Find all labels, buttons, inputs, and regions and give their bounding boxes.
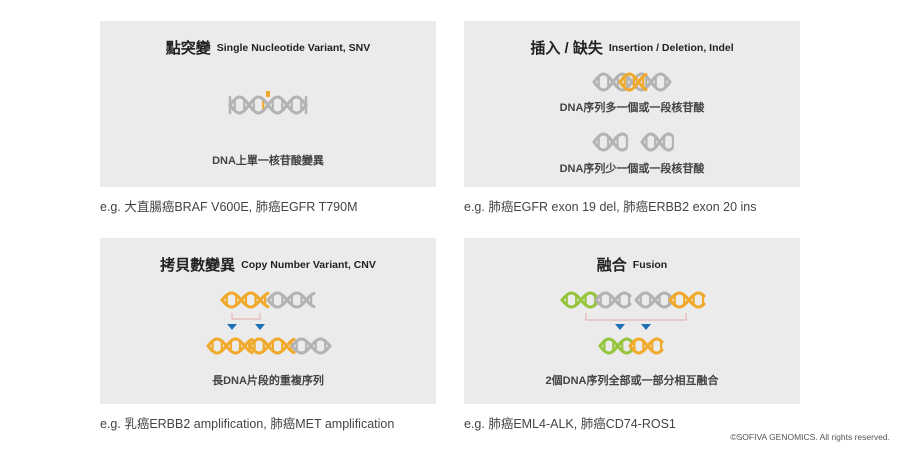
cnv-caption: 長DNA片段的重複序列 [212,375,324,387]
cnv-dna-diagram [206,291,332,355]
fusion-title-en: Fusion [632,258,668,271]
indel-panel: 插入 / 缺失 Insertion / Deletion, Indel DNA序列… [464,21,800,187]
fusion-caption: 2個DNA序列全部或一部分相互融合 [545,375,719,387]
cnv-panel: 拷貝數變異 Copy Number Variant, CNV 長DNA片段的重複序… [100,238,436,404]
snv-example: e.g. 大直腸癌BRAF V600E, 肺癌EGFR T790M [100,200,358,214]
snv-caption: DNA上單一核苷酸變異 [212,155,324,167]
snv-title-en: Single Nucleotide Variant, SNV [216,41,371,54]
indel-title: 插入 / 缺失 Insertion / Deletion, Indel [464,37,800,57]
copyright-notice: ©SOFIVA GENOMICS. All rights reserved. [730,432,890,442]
fusion-title-zh: 融合 [596,257,627,274]
deletion-dna-icon [592,132,674,152]
cnv-title-en: Copy Number Variant, CNV [241,258,376,271]
fusion-title: 融合 Fusion [464,254,800,274]
insertion-caption: DNA序列多一個或一段核苷酸 [559,102,705,114]
snv-panel: 點突變 Single Nucleotide Variant, SNV DNA上單一… [100,21,436,187]
fusion-example: e.g. 肺癌EML4-ALK, 肺癌CD74-ROS1 [464,417,676,431]
deletion-caption: DNA序列少一個或一段核苷酸 [559,163,705,175]
fusion-dna-diagram [560,291,706,355]
insertion-dna-icon [592,72,672,92]
indel-title-zh: 插入 / 缺失 [530,40,603,57]
snv-title: 點突變 Single Nucleotide Variant, SNV [100,37,436,57]
indel-title-en: Insertion / Deletion, Indel [608,41,734,54]
cnv-title-zh: 拷貝數變異 [160,257,236,274]
cnv-title: 拷貝數變異 Copy Number Variant, CNV [100,254,436,274]
snv-title-zh: 點突變 [165,40,211,57]
fusion-panel: 融合 Fusion 2個DNA序列全部或一部分相互融合 [464,238,800,404]
snv-dna-icon [228,91,308,115]
cnv-example: e.g. 乳癌ERBB2 amplification, 肺癌MET amplif… [100,417,395,431]
indel-example: e.g. 肺癌EGFR exon 19 del, 肺癌ERBB2 exon 20… [464,200,757,214]
